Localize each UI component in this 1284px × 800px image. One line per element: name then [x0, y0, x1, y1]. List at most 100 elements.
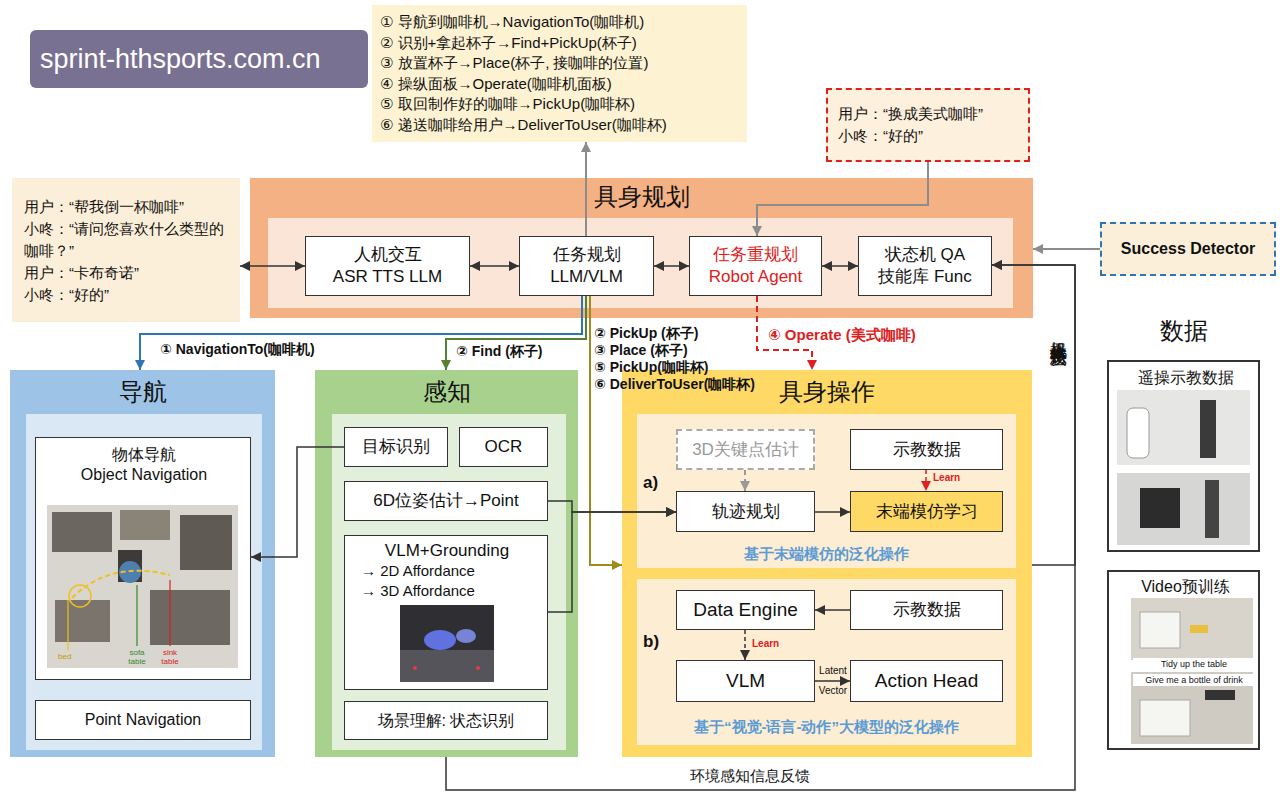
node-text: Point Navigation	[85, 710, 202, 730]
node-text: Success Detector	[1121, 239, 1255, 259]
arrow-head	[815, 605, 825, 615]
process-box: 示教数据	[850, 429, 1003, 470]
arrow-head	[470, 261, 480, 271]
room-shape	[150, 590, 230, 645]
connector-line	[548, 512, 676, 612]
connector	[752, 162, 928, 236]
node-text: 基于末端模仿的泛化操作	[637, 544, 1016, 564]
node-text: ⑥ 递送咖啡给用户→DeliverToUser(咖啡杯)	[380, 115, 667, 136]
process-box: Action Head	[850, 660, 1003, 702]
node-text: 示教数据	[893, 599, 961, 621]
edge-label: Learn	[933, 472, 960, 484]
connector-line	[815, 680, 850, 682]
photo	[1131, 672, 1253, 744]
perception-panel: 感知目标识别OCR6D位姿估计→PointVLM+Grounding→ 2D A…	[315, 370, 578, 757]
arrow-head	[240, 261, 250, 271]
process-box: Data Engine	[676, 590, 815, 630]
connector	[815, 676, 850, 686]
knob	[413, 666, 417, 670]
node-text: → 2D Affordance	[361, 562, 545, 580]
arrow-head	[1033, 244, 1043, 254]
arrow-head	[135, 360, 145, 370]
connector-line	[240, 265, 305, 267]
node-text: 导航	[10, 377, 275, 407]
node-text: Data Engine	[693, 599, 798, 621]
navigation-panel: 导航物体导航Object NavigationPoint Navigation	[10, 370, 275, 757]
module-box: OCR	[459, 427, 548, 467]
robot-figure	[118, 550, 142, 582]
process-box: 末端模仿学习	[850, 491, 1003, 532]
method-section: b)基于“视觉-语言-动作”大模型的泛化操作Data Engine示教数据VLM…	[637, 579, 1016, 745]
watermark: sprint-hthsports.com.cn	[30, 30, 368, 88]
node-text: VLM	[726, 670, 765, 692]
edge-label: ① NavigationTo(咖啡机)	[160, 341, 315, 358]
dialog-box: 用户：“帮我倒一杯咖啡”小咚：“请问您喜欢什么类型的咖啡？”用户：“卡布奇诺”小…	[12, 178, 240, 322]
node-text: b)	[643, 632, 673, 652]
knob	[476, 666, 480, 670]
person-figure	[1200, 400, 1216, 458]
node-text: 用户：“换成美式咖啡”	[838, 103, 983, 125]
annotation-label: sofa table	[124, 648, 150, 666]
node-text: ④ 操纵面板→Operate(咖啡机面板)	[380, 74, 612, 95]
room-shape	[52, 512, 112, 552]
arrow-head	[441, 360, 451, 370]
photo	[1117, 390, 1250, 465]
arrow-head	[840, 507, 850, 517]
arrow-head	[740, 650, 750, 660]
connector	[581, 142, 591, 236]
node-text: 任务重规划	[713, 244, 798, 266]
edge-label: Learn	[752, 638, 779, 650]
connector	[441, 296, 586, 370]
connector-line	[470, 265, 519, 267]
manipulation-panel: 具身操作a)基于末端模仿的泛化操作3D关键点估计示教数据轨迹规划末端模仿学习b)…	[622, 370, 1032, 757]
connector-line	[744, 630, 746, 660]
connector	[992, 260, 1075, 565]
arrow-head	[612, 560, 622, 570]
person-figure	[1205, 480, 1219, 538]
arrow-head	[740, 481, 750, 491]
node-text: 状态机 QA	[885, 244, 965, 266]
arrow-head	[581, 142, 591, 152]
node-text: 小咚：“好的”	[24, 284, 109, 306]
edge-label: ② PickUp (杯子)	[594, 325, 698, 342]
arrow-head	[992, 260, 1002, 270]
connector	[740, 630, 750, 660]
connector	[654, 261, 689, 271]
kitchen-bg	[400, 605, 494, 682]
node-text: a)	[643, 473, 673, 493]
room-shape	[55, 600, 110, 642]
module-box: 场景理解: 状态识别	[344, 701, 548, 740]
connector	[240, 261, 305, 271]
node-text: 小咚：“请问您喜欢什么类型的咖啡？”	[24, 218, 232, 262]
object	[1190, 625, 1208, 633]
connector-line	[815, 511, 850, 513]
arrow-head	[509, 261, 519, 271]
node-text: 用户：“卡布奇诺”	[24, 262, 139, 284]
connector-line	[140, 296, 582, 370]
connector	[470, 261, 519, 271]
node-text: → 3D Affordance	[361, 582, 545, 600]
edge-label: ② Find (杯子)	[456, 343, 543, 360]
video-photos	[1131, 598, 1253, 744]
arrow-head	[848, 261, 858, 271]
connector	[740, 470, 750, 491]
target-circle	[69, 585, 91, 607]
module-box: 目标识别	[344, 427, 448, 467]
arrow-head	[752, 226, 762, 236]
annotation-label: ⑥ DeliverToUser(咖啡杯)	[594, 376, 794, 393]
connector	[1033, 244, 1100, 254]
kitchen-image	[400, 605, 494, 682]
photo	[1117, 473, 1250, 545]
process-box: 人机交互ASR TTS LLM	[305, 236, 470, 296]
node-text: ASR TTS LLM	[333, 266, 442, 288]
method-section: a)基于末端模仿的泛化操作3D关键点估计示教数据轨迹规划末端模仿学习	[637, 414, 1016, 568]
robot-arm	[1140, 488, 1180, 528]
module-box: VLM+Grounding→ 2D Affordance→ 3D Afforda…	[344, 535, 548, 690]
arrow-head	[666, 507, 676, 517]
leader-line	[67, 600, 68, 650]
cabinet	[1140, 700, 1190, 736]
node-text: Robot Agent	[709, 266, 803, 288]
node-text: 6D位姿估计→Point	[373, 490, 518, 512]
node-text: 场景理解: 状态识别	[378, 711, 515, 731]
